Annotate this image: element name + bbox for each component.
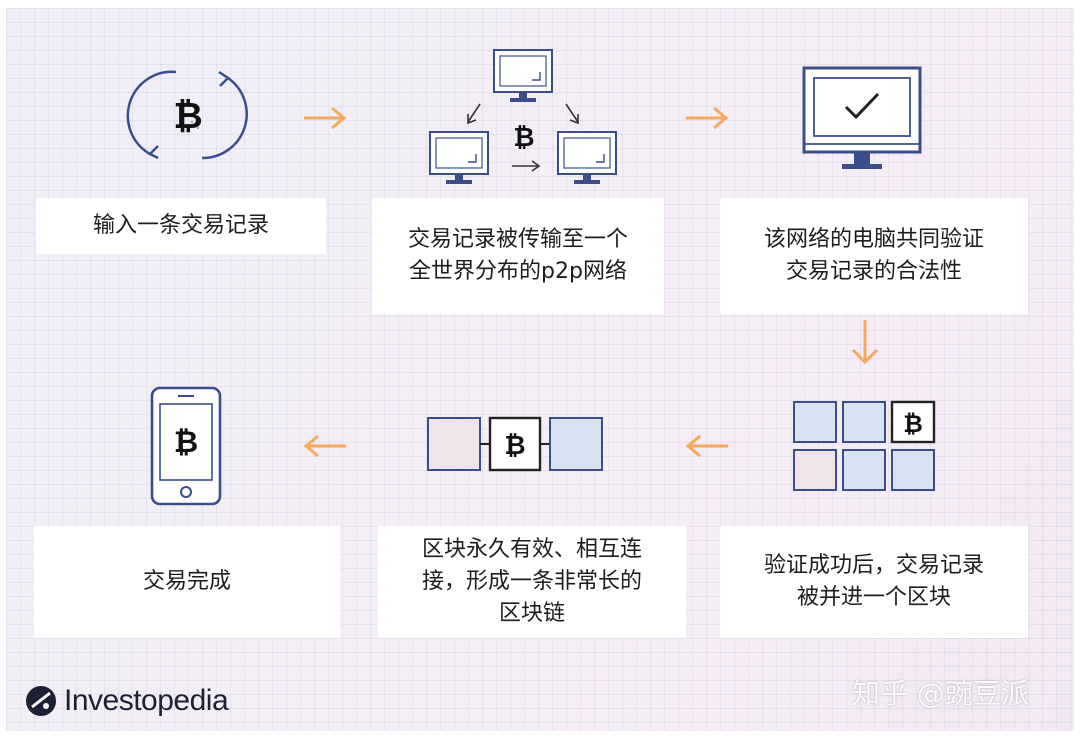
bitcoin-cycle-icon: ₿ (126, 70, 248, 160)
bitcoin-symbol: ₿ (174, 425, 198, 460)
chain-blocks-icon: ₿ (427, 416, 603, 472)
arrow-right-icon (304, 106, 347, 130)
p2p-network-icon: ₿ (429, 49, 617, 184)
step-label-line: 交易记录被传输至一个 (407, 227, 628, 252)
step-label-line: 该网络的电脑共同验证 (763, 227, 984, 252)
bitcoin-symbol: ₿ (513, 123, 534, 153)
step-2-label: 交易记录被传输至一个 全世界分布的p2p网络 (372, 198, 664, 314)
step-4-label: 验证成功后，交易记录 被并进一个区块 (720, 526, 1028, 638)
arrow-left-icon (685, 434, 728, 458)
block-grid-icon: ₿ (793, 400, 936, 491)
step-6-label: 交易完成 (34, 526, 340, 638)
step-label-line: 输入一条交易记录 (92, 213, 269, 238)
step-label-line: 接，形成一条非常长的 (421, 569, 642, 594)
monitor-check-icon (802, 66, 922, 169)
phone-bitcoin-icon: ₿ (150, 386, 222, 506)
step-1-label: 输入一条交易记录 (36, 198, 326, 254)
investopedia-brand: Investopedia (24, 681, 229, 721)
step-label-line: 被并进一个区块 (796, 585, 951, 610)
arrow-left-icon (303, 434, 346, 458)
step-label-line: 验证成功后，交易记录 (763, 553, 984, 578)
diagram-canvas: ₿ ₿ (6, 8, 1074, 731)
investopedia-logo-icon (26, 686, 56, 716)
arrow-right-icon (686, 106, 729, 130)
bitcoin-symbol: ₿ (903, 410, 923, 438)
step-label-line: 全世界分布的p2p网络 (409, 259, 627, 284)
bitcoin-symbol: ₿ (504, 431, 525, 461)
step-5-label: 区块永久有效、相互连 接，形成一条非常长的 区块链 (378, 526, 686, 638)
brand-name: Investopedia (64, 684, 229, 717)
step-label-line: 区块链 (498, 601, 565, 626)
zhihu-watermark: 知乎 @豌豆派 (852, 677, 1029, 710)
arrow-down-icon (851, 320, 879, 365)
step-label-line: 区块永久有效、相互连 (421, 537, 642, 562)
bitcoin-symbol: ₿ (173, 96, 202, 137)
step-3-label: 该网络的电脑共同验证 交易记录的合法性 (720, 198, 1028, 314)
step-label-line: 交易记录的合法性 (785, 259, 962, 284)
step-label-line: 交易完成 (142, 569, 231, 594)
